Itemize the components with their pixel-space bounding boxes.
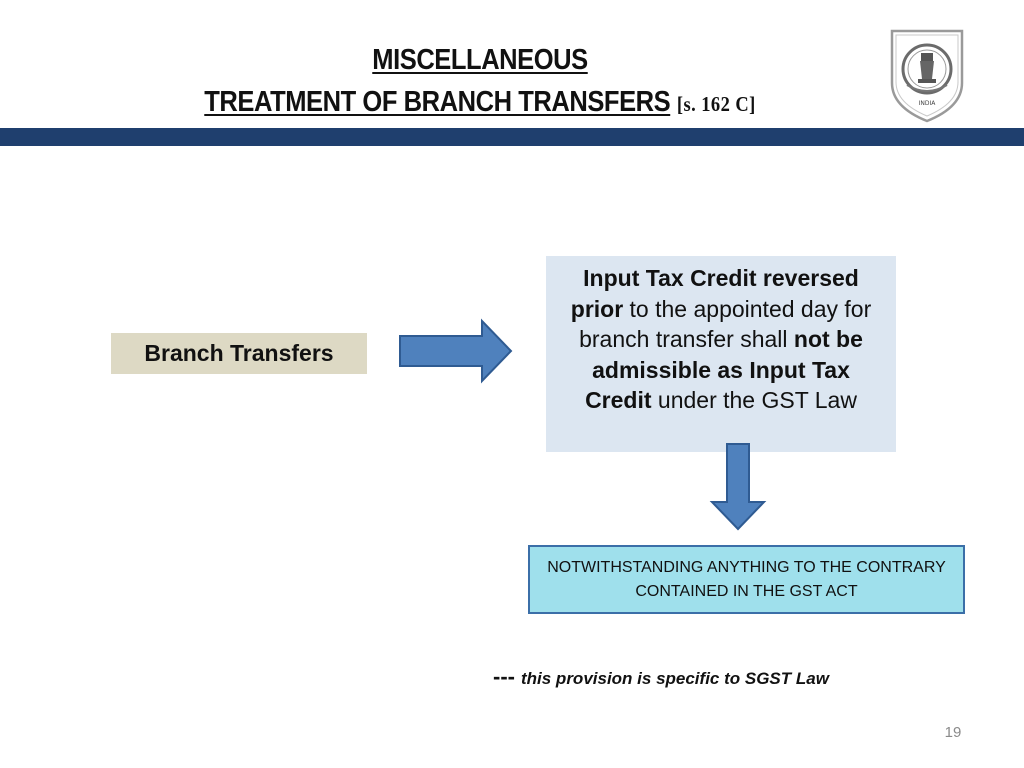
emblem-icon: INDIA	[890, 29, 964, 123]
footnote-dashes: ---	[493, 664, 515, 689]
down-arrow-icon	[709, 443, 767, 531]
slide-title-line1: MISCELLANEOUS	[372, 44, 588, 76]
itc-text-bold-1: Input Tax Credit reversed prior	[570, 265, 859, 322]
section-reference: [s. 162 C]	[676, 92, 756, 116]
branch-transfers-box: Branch Transfers	[111, 333, 367, 374]
notwithstanding-box: NOTWITHSTANDING ANYTHING TO THE CONTRARY…	[528, 545, 965, 614]
slide-title-line2: TREATMENT OF BRANCH TRANSFERS [s. 162 C]	[58, 86, 903, 119]
svg-text:INDIA: INDIA	[919, 100, 937, 107]
itc-text-4: under the GST Law	[651, 387, 857, 413]
footnote-text: this provision is specific to SGST Law	[520, 669, 829, 688]
page-number: 19	[944, 724, 962, 741]
header-band	[0, 128, 1024, 146]
input-tax-credit-box: Input Tax Credit reversed prior to the a…	[546, 256, 896, 452]
right-arrow-icon	[399, 318, 513, 384]
itc-text-2: to the appointed day for branch transfer…	[579, 295, 872, 353]
slide-title-main: TREATMENT OF BRANCH TRANSFERS	[204, 86, 671, 118]
branch-transfers-label: Branch Transfers	[144, 340, 334, 366]
footnote: --- this provision is specific to SGST La…	[493, 664, 829, 690]
itc-text-bold-3: not be admissible as Input Tax Credit	[585, 326, 863, 413]
notwithstanding-text: NOTWITHSTANDING ANYTHING TO THE CONTRARY…	[547, 558, 946, 600]
